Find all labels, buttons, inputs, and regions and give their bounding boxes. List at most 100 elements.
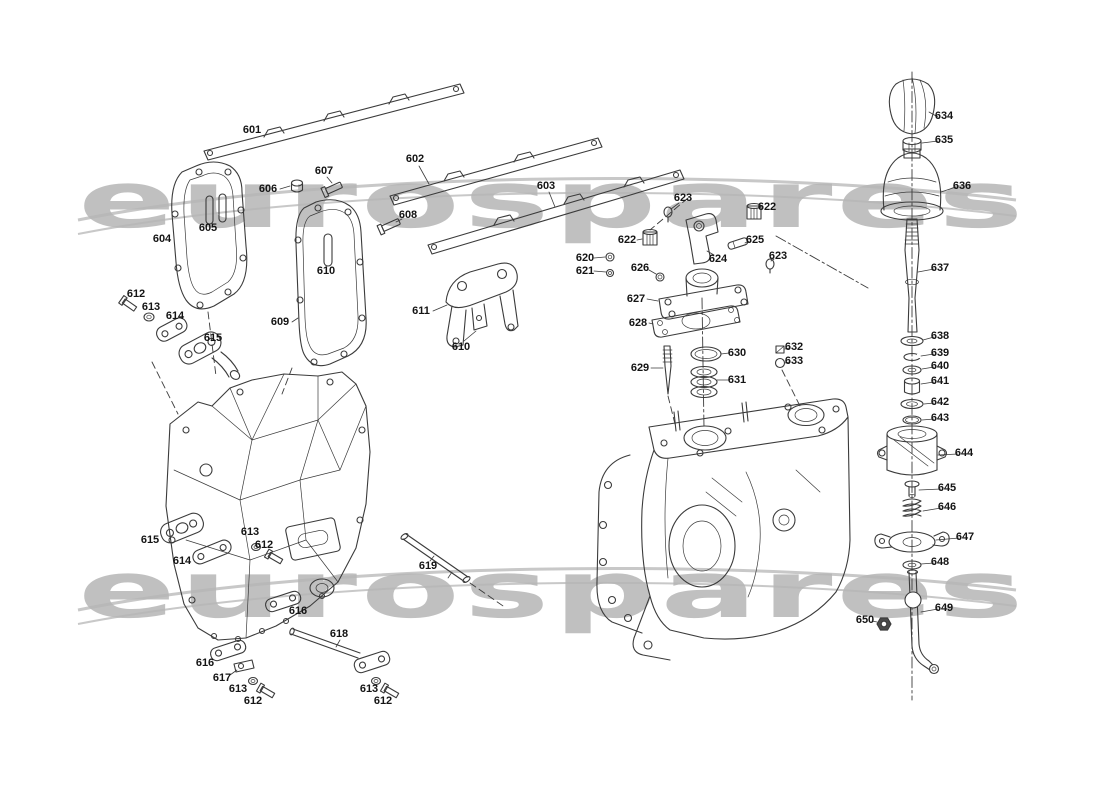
part-label-607: 607: [314, 165, 334, 177]
part-label-617: 617: [212, 672, 232, 684]
pin-625: [727, 237, 749, 250]
part-label-616: 616: [288, 605, 308, 617]
ball-633: [774, 357, 786, 369]
part-label-641: 641: [930, 375, 950, 387]
shift-fork-611: [445, 262, 519, 348]
part-label-639: 639: [930, 347, 950, 359]
plate-616-b: [210, 639, 247, 662]
part-label-620: 620: [575, 252, 595, 264]
housing-644: [876, 425, 948, 476]
part-label-632: 632: [784, 341, 804, 353]
bolt-612-d: [379, 682, 400, 699]
part-label-615: 615: [203, 332, 223, 344]
part-label-637: 637: [930, 262, 950, 274]
part-label-613: 613: [240, 526, 260, 538]
part-label-623: 623: [768, 250, 788, 262]
part-label-601: 601: [242, 124, 262, 136]
part-label-628: 628: [628, 317, 648, 329]
part-label-631: 631: [727, 374, 747, 386]
part-label-649: 649: [934, 602, 954, 614]
part-label-613: 613: [359, 683, 379, 695]
part-label-634: 634: [934, 110, 954, 122]
part-label-605: 605: [198, 222, 218, 234]
part-label-622: 622: [617, 234, 637, 246]
part-label-603: 603: [536, 180, 556, 192]
gear-knob-634: [888, 76, 936, 135]
part-label-610: 610: [451, 341, 471, 353]
bushing-641: [903, 377, 921, 395]
flange-615-upper: [178, 331, 241, 380]
part-label-614: 614: [172, 555, 192, 567]
cover-647: [874, 531, 950, 553]
part-label-606: 606: [258, 183, 278, 195]
part-label-604: 604: [152, 233, 172, 245]
part-label-648: 648: [930, 556, 950, 568]
part-label-608: 608: [398, 209, 418, 221]
rod-618: [289, 627, 391, 674]
washer-638: [900, 335, 924, 347]
part-label-625: 625: [745, 234, 765, 246]
washer-613-lower: [250, 542, 262, 552]
part-label-609: 609: [270, 316, 290, 328]
part-label-612: 612: [126, 288, 146, 300]
part-label-626: 626: [630, 262, 650, 274]
plunger-645: [904, 480, 920, 498]
clip-632: [775, 345, 785, 354]
part-label-647: 647: [955, 531, 975, 543]
bolt-612-c: [255, 682, 276, 699]
part-label-623: 623: [673, 192, 693, 204]
bolt-612-lower: [263, 548, 284, 565]
part-label-619: 619: [418, 560, 438, 572]
part-label-612: 612: [373, 695, 393, 707]
ring-643: [902, 415, 922, 425]
part-label-611: 611: [412, 305, 430, 317]
part-label-638: 638: [930, 330, 950, 342]
part-label-618: 618: [329, 628, 349, 640]
part-label-610: 610: [316, 265, 336, 277]
bolt-612-upper: [118, 295, 138, 312]
part-label-624: 624: [708, 253, 728, 265]
part-label-630: 630: [727, 347, 747, 359]
part-label-614: 614: [165, 310, 185, 322]
washer-613-c: [247, 676, 259, 686]
gasket-628: [651, 305, 741, 338]
part-label-646: 646: [937, 501, 957, 513]
screw-623-b: [765, 258, 775, 274]
part-label-644: 644: [954, 447, 974, 459]
ring-626: [655, 272, 665, 282]
part-label-650: 650: [855, 614, 875, 626]
spring-646: [902, 498, 922, 517]
cover-plate-627: [658, 268, 749, 320]
part-label-643: 643: [930, 412, 950, 424]
snap-ring-639: [903, 352, 922, 362]
washer-640: [902, 365, 922, 375]
washer-stack-631: [690, 365, 718, 399]
part-label-616: 616: [195, 657, 215, 669]
part-label-633: 633: [784, 355, 804, 367]
pad-610: [471, 303, 488, 331]
part-label-613: 613: [141, 301, 161, 313]
part-label-636: 636: [952, 180, 972, 192]
gasket-614-upper: [156, 317, 188, 342]
gasket-614-lower: [192, 539, 232, 565]
part-label-621: 621: [575, 265, 595, 277]
part-label-627: 627: [626, 293, 646, 305]
part-label-645: 645: [937, 482, 957, 494]
selector-rail-601: [203, 83, 465, 161]
ring-621: [605, 268, 615, 278]
bracket-617: [233, 659, 255, 673]
flange-615-lower: [160, 512, 204, 544]
part-label-602: 602: [405, 153, 425, 165]
part-label-615: 615: [140, 534, 160, 546]
part-label-612: 612: [254, 539, 274, 551]
part-label-613: 613: [228, 683, 248, 695]
part-label-635: 635: [934, 134, 954, 146]
washer-613-d: [370, 676, 382, 686]
washer-613-upper: [143, 312, 155, 322]
stud-629: [662, 345, 673, 395]
washer-642: [900, 398, 924, 410]
ring-620: [605, 252, 615, 262]
part-label-640: 640: [930, 360, 950, 372]
